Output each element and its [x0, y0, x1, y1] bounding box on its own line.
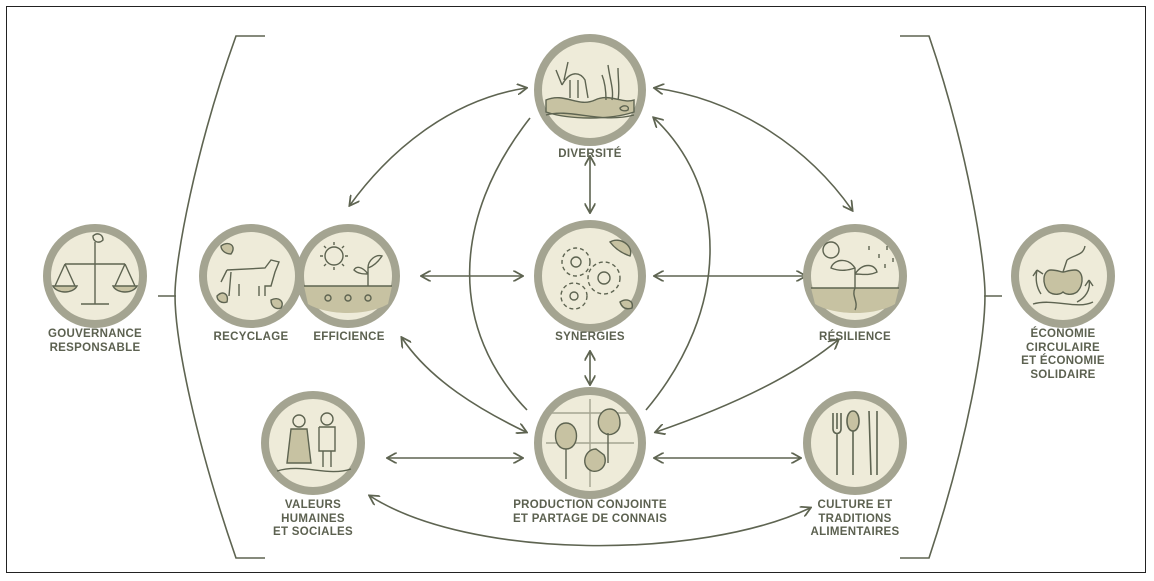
- label-diversite: DIVERSITÉ: [558, 148, 622, 160]
- arrow-resilience-production: [656, 340, 838, 432]
- label-resilience: RÉSILIENCE: [818, 331, 891, 343]
- node-economie: [1011, 224, 1115, 328]
- left-bracket: [174, 35, 265, 559]
- sun-seedling-icon: [304, 242, 392, 313]
- label-economie: ÉCONOMIE CIRCULAIRE ET ÉCONOMIE SOLIDAIR…: [1021, 328, 1105, 381]
- arrow-valeurs-culture: [370, 496, 810, 547]
- label-synergies: SYNERGIES: [555, 331, 625, 343]
- node-recyclage: [199, 224, 303, 328]
- apple-cycle-icon: [1032, 245, 1094, 306]
- label-culture: CULTURE ET TRADITIONS ALIMENTAIRES: [810, 499, 900, 538]
- arrow-production-diversite: [645, 118, 711, 411]
- label-production: PRODUCTION CONJOINTE ET PARTAGE DE CONNA…: [512, 499, 668, 525]
- node-valeurs: [261, 391, 365, 495]
- utensils-icon: [832, 410, 878, 476]
- node-synergies: [534, 220, 646, 332]
- wildlife-landscape-icon: [545, 61, 635, 119]
- label-gouvernance: GOUVERNANCE RESPONSABLE: [47, 328, 143, 354]
- node-resilience: [803, 224, 907, 328]
- node-culture: [803, 391, 907, 495]
- plant-rain-icon: [811, 241, 899, 313]
- farmers-icon: [276, 412, 352, 473]
- arrow-diversite-recyclage: [350, 88, 526, 205]
- trees-puzzle-icon: [546, 399, 634, 487]
- curve-diversite-production: [468, 117, 531, 411]
- label-efficience: EFFICIENCE: [313, 331, 385, 343]
- node-diversite: [534, 34, 646, 146]
- right-bracket: [900, 35, 986, 559]
- arrow-diversite-resilience: [655, 88, 852, 210]
- cow-leaves-icon: [216, 242, 283, 310]
- gears-icon: [560, 239, 634, 310]
- arrow-efficience-production: [402, 338, 526, 432]
- node-gouvernance: [43, 224, 147, 328]
- node-efficience: [296, 224, 400, 328]
- node-production: [534, 387, 646, 499]
- label-recyclage: RECYCLAGE: [213, 331, 289, 343]
- label-valeurs: VALEURS HUMAINES ET SOCIALES: [273, 499, 353, 538]
- scales-icon: [51, 233, 139, 305]
